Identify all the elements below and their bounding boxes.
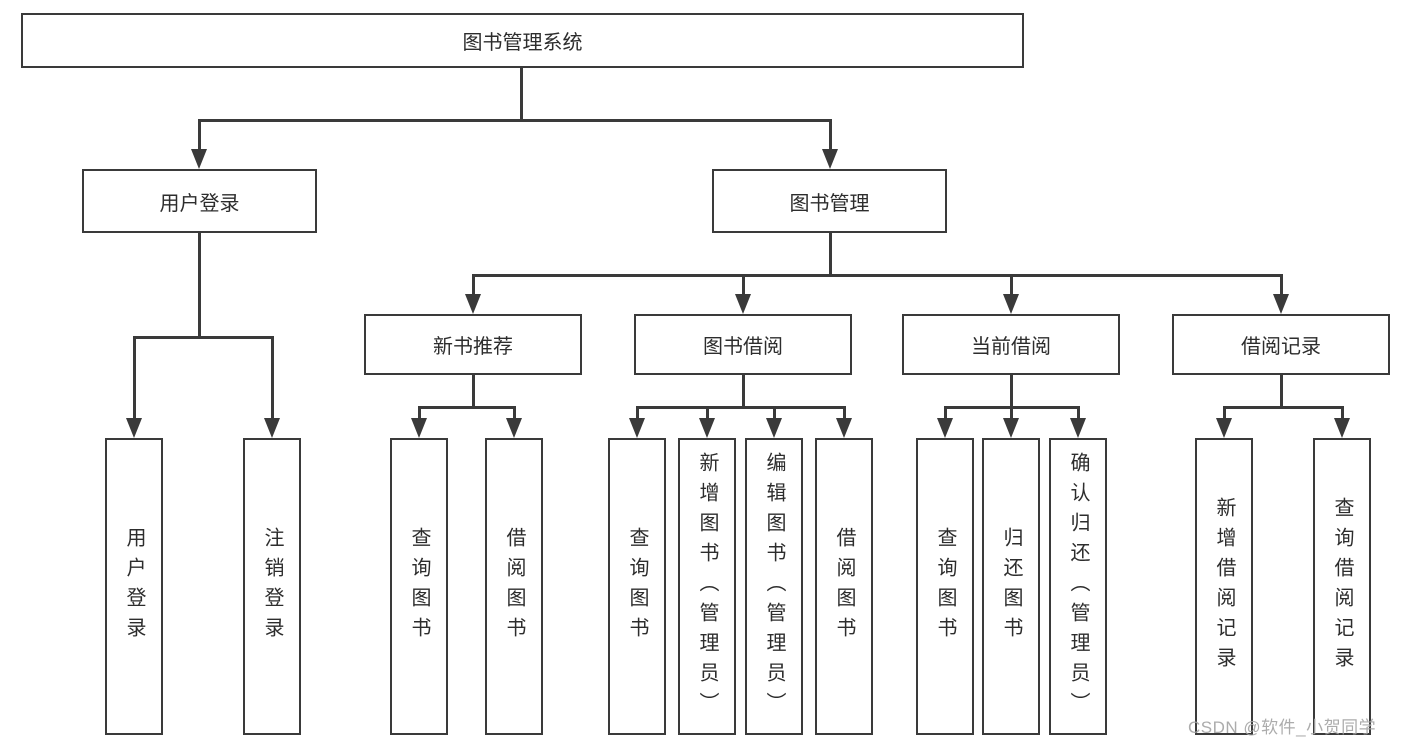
connector-line (1223, 406, 1343, 409)
leaf-records-query-record: 查询借阅记录 (1313, 438, 1371, 735)
arrow-down-icon (1216, 418, 1232, 438)
node-new-book-recommend-label: 新书推荐 (433, 336, 513, 358)
connector-line (472, 274, 475, 297)
leaf-logout-label: 注销登录 (261, 526, 283, 647)
leaf-borrowing-query-books: 查询图书 (608, 438, 666, 735)
leaf-borrowing-add-books-admin-label: 新增图书（管理员） (696, 451, 718, 722)
connector-line (198, 119, 831, 122)
node-book-management: 图书管理 (712, 169, 947, 233)
arrow-down-icon (937, 418, 953, 438)
leaf-current-return-books: 归还图书 (982, 438, 1040, 735)
connector-line (829, 233, 832, 276)
connector-line (773, 406, 776, 420)
arrow-down-icon (506, 418, 522, 438)
arrow-down-icon (1070, 418, 1086, 438)
leaf-borrowing-add-books-admin: 新增图书（管理员） (678, 438, 736, 735)
leaf-records-add-record: 新增借阅记录 (1195, 438, 1253, 735)
arrow-down-icon (191, 149, 207, 169)
connector-line (133, 336, 274, 339)
leaf-user-login-label: 用户登录 (123, 526, 145, 647)
arrow-down-icon (629, 418, 645, 438)
connector-line (418, 406, 515, 409)
connector-line (472, 274, 1282, 277)
leaf-records-query-record-label: 查询借阅记录 (1331, 496, 1353, 677)
connector-line (829, 119, 832, 152)
connector-line (271, 336, 274, 421)
arrow-down-icon (411, 418, 427, 438)
connector-line (1010, 274, 1013, 297)
connector-line (520, 68, 523, 120)
leaf-current-query-books: 查询图书 (916, 438, 974, 735)
connector-line (1223, 406, 1226, 420)
connector-line (1280, 274, 1283, 297)
leaf-current-confirm-return-admin: 确认归还（管理员） (1049, 438, 1107, 735)
connector-line (636, 406, 639, 420)
leaf-recommend-query-books-label: 查询图书 (408, 526, 430, 647)
arrow-down-icon (465, 294, 481, 314)
leaf-current-return-books-label: 归还图书 (1000, 526, 1022, 647)
connector-line (636, 406, 845, 409)
arrow-down-icon (822, 149, 838, 169)
leaf-borrowing-borrow-books: 借阅图书 (815, 438, 873, 735)
connector-line (1010, 406, 1013, 420)
leaf-records-add-record-label: 新增借阅记录 (1213, 496, 1235, 677)
connector-line (133, 336, 136, 421)
arrow-down-icon (264, 418, 280, 438)
node-user-login-label: 用户登录 (159, 192, 240, 215)
leaf-logout: 注销登录 (243, 438, 301, 735)
node-book-management-label: 图书管理 (789, 192, 870, 215)
connector-line (198, 233, 201, 338)
leaf-recommend-borrow-books-label: 借阅图书 (503, 526, 525, 647)
arrow-down-icon (1003, 418, 1019, 438)
node-current-borrowing-label: 当前借阅 (971, 336, 1051, 358)
leaf-borrowing-edit-books-admin-label: 编辑图书（管理员） (763, 451, 785, 722)
connector-line (944, 406, 947, 420)
connector-line (742, 274, 745, 297)
arrow-down-icon (735, 294, 751, 314)
arrow-down-icon (1003, 294, 1019, 314)
leaf-current-query-books-label: 查询图书 (934, 526, 956, 647)
node-current-borrowing: 当前借阅 (902, 314, 1120, 375)
connector-line (513, 406, 516, 420)
arrow-down-icon (1334, 418, 1350, 438)
node-root-label: 图书管理系统 (462, 32, 583, 54)
node-borrowing-records-label: 借阅记录 (1241, 336, 1321, 358)
leaf-user-login: 用户登录 (105, 438, 163, 735)
connector-line (843, 406, 846, 420)
node-book-borrowing-label: 图书借阅 (703, 336, 783, 358)
node-book-borrowing: 图书借阅 (634, 314, 852, 375)
connector-line (472, 375, 475, 408)
watermark: CSDN @软件_小贺同学 (1188, 718, 1377, 737)
leaf-borrowing-query-books-label: 查询图书 (626, 526, 648, 647)
arrow-down-icon (699, 418, 715, 438)
node-root: 图书管理系统 (21, 13, 1024, 68)
leaf-borrowing-edit-books-admin: 编辑图书（管理员） (745, 438, 803, 735)
connector-line (1077, 406, 1080, 420)
leaf-recommend-query-books: 查询图书 (390, 438, 448, 735)
leaf-recommend-borrow-books: 借阅图书 (485, 438, 543, 735)
connector-line (706, 406, 709, 420)
arrow-down-icon (126, 418, 142, 438)
connector-line (742, 375, 745, 408)
connector-line (418, 406, 421, 420)
leaf-current-confirm-return-admin-label: 确认归还（管理员） (1067, 451, 1089, 722)
connector-line (1010, 375, 1013, 408)
arrow-down-icon (1273, 294, 1289, 314)
node-user-login: 用户登录 (82, 169, 317, 233)
leaf-borrowing-borrow-books-label: 借阅图书 (833, 526, 855, 647)
arrow-down-icon (766, 418, 782, 438)
node-new-book-recommend: 新书推荐 (364, 314, 582, 375)
connector-line (1341, 406, 1344, 420)
connector-line (1280, 375, 1283, 408)
node-borrowing-records: 借阅记录 (1172, 314, 1390, 375)
arrow-down-icon (836, 418, 852, 438)
connector-line (198, 119, 201, 152)
